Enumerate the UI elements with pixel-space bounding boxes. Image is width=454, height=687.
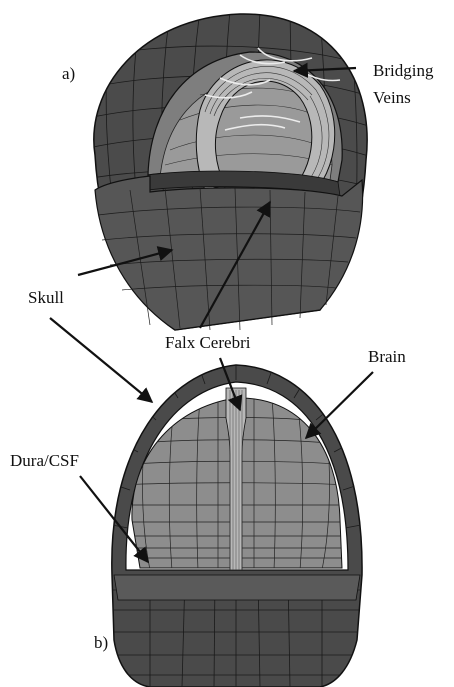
skull-lower-a	[95, 176, 363, 330]
panel-a-model	[80, 10, 380, 330]
label-skull: Skull	[28, 288, 64, 307]
arrow-skull-b	[50, 318, 152, 402]
panel-b-model	[100, 365, 370, 687]
label-falx-cerebri: Falx Cerebri	[165, 333, 251, 352]
section-floor-b	[114, 575, 360, 600]
label-bridging-veins-line2: Veins	[373, 88, 411, 107]
label-brain: Brain	[368, 347, 406, 366]
label-dura-csf: Dura/CSF	[10, 451, 79, 470]
label-bridging-veins-line1: Bridging	[373, 61, 434, 80]
panel-a-label: a)	[62, 64, 75, 83]
panel-b-label: b)	[94, 633, 108, 652]
